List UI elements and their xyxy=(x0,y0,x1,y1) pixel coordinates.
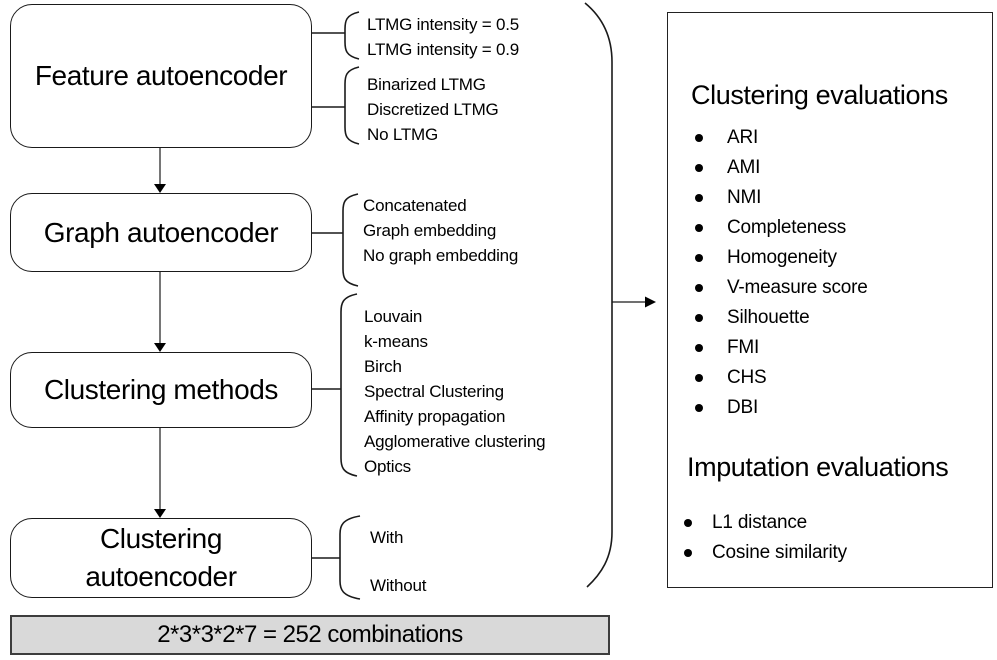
option-item: No graph embedding xyxy=(363,246,519,265)
bullet-item: CHS xyxy=(695,363,868,393)
arrow-graph-to-clustering-head xyxy=(154,343,166,352)
bullet-item: V-measure score xyxy=(695,273,868,303)
brace-ltmg-intensity xyxy=(344,11,360,60)
bullet-icon xyxy=(695,284,703,292)
bullet-icon xyxy=(695,314,703,322)
arrow-feature-to-graph-head xyxy=(154,184,166,193)
clustering-methods-box: Clustering methods xyxy=(10,352,312,428)
combinations-bar: 2*3*3*2*7 = 252 combinations xyxy=(10,615,610,655)
clustering-methods-label: Clustering methods xyxy=(43,374,279,405)
brace-graph-embedding xyxy=(342,193,359,287)
bullet-item: Homogeneity xyxy=(695,243,868,273)
option-item: Birch xyxy=(364,357,402,376)
metric-label: V-measure score xyxy=(727,277,868,298)
option-item: k-means xyxy=(364,332,428,351)
clustering-autoencoder-label: Clustering autoencoder xyxy=(85,523,237,592)
option-item: Without xyxy=(370,576,427,595)
clustering-evaluations-title: Clustering evaluations xyxy=(691,80,948,110)
ltmg-mode-options: Binarized LTMG Discretized LTMG No LTMG xyxy=(367,72,499,147)
metric-label: Homogeneity xyxy=(727,247,837,268)
option-item: With xyxy=(370,528,404,547)
clustering-autoencoder-box: Clustering autoencoder xyxy=(10,518,312,598)
option-item: Discretized LTMG xyxy=(367,100,499,119)
option-item: Affinity propagation xyxy=(364,407,506,426)
brace-ltmg-mode xyxy=(344,66,360,145)
metric-label: ARI xyxy=(727,127,759,148)
metric-label: Cosine similarity xyxy=(712,542,847,563)
option-item: Graph embedding xyxy=(363,221,497,240)
metric-label: CHS xyxy=(727,367,767,388)
bullet-icon xyxy=(695,404,703,412)
metric-label: Completeness xyxy=(727,217,847,238)
bullet-icon xyxy=(684,519,692,527)
bullet-icon xyxy=(695,164,703,172)
imputation-metrics-list: L1 distance Cosine similarity xyxy=(684,508,847,568)
option-item: Spectral Clustering xyxy=(364,382,504,401)
bullet-icon xyxy=(695,374,703,382)
metric-label: AMI xyxy=(727,157,761,178)
option-item: Louvain xyxy=(364,307,423,326)
bullet-icon xyxy=(684,549,692,557)
arrow-to-evaluations-head xyxy=(645,296,656,308)
metric-label: L1 distance xyxy=(712,512,807,533)
bullet-icon xyxy=(695,254,703,262)
bullet-item: NMI xyxy=(695,183,868,213)
bullet-item: DBI xyxy=(695,393,868,423)
option-item: Optics xyxy=(364,457,411,476)
graph-autoencoder-label: Graph autoencoder xyxy=(43,216,279,248)
brace-cluster-ae xyxy=(339,515,361,600)
bullet-item: Cosine similarity xyxy=(684,538,847,568)
bullet-icon xyxy=(695,344,703,352)
option-item: No LTMG xyxy=(367,125,439,144)
bullet-item: Silhouette xyxy=(695,303,868,333)
metric-label: FMI xyxy=(727,337,760,358)
arrow-clustering-to-ae-head xyxy=(154,509,166,518)
metric-label: NMI xyxy=(727,187,762,208)
bullet-icon xyxy=(695,134,703,142)
option-item: Agglomerative clustering xyxy=(364,432,546,451)
feature-autoencoder-label: Feature autoencoder xyxy=(34,60,288,91)
clustering-metrics-list: ARI AMI NMI Completeness Homogeneity V-m… xyxy=(695,123,868,423)
option-item: Concatenated xyxy=(363,196,467,215)
bullet-icon xyxy=(695,224,703,232)
bullet-item: ARI xyxy=(695,123,868,153)
metric-label: Silhouette xyxy=(727,307,810,328)
brace-clustering-methods xyxy=(340,293,358,477)
imputation-evaluations-title: Imputation evaluations xyxy=(687,452,949,482)
feature-autoencoder-box: Feature autoencoder xyxy=(10,4,312,148)
bullet-item: Completeness xyxy=(695,213,868,243)
metric-label: DBI xyxy=(727,397,759,418)
option-item: LTMG intensity = 0.5 xyxy=(367,15,520,34)
bullet-item: L1 distance xyxy=(684,508,847,538)
pipeline-bracket xyxy=(584,2,613,588)
bullet-item: FMI xyxy=(695,333,868,363)
graph-autoencoder-box: Graph autoencoder xyxy=(10,193,312,272)
option-item: LTMG intensity = 0.9 xyxy=(367,40,520,59)
bullet-icon xyxy=(695,194,703,202)
evaluations-panel xyxy=(667,12,993,588)
combinations-text: 2*3*3*2*7 = 252 combinations xyxy=(157,621,463,648)
option-item: Binarized LTMG xyxy=(367,75,486,94)
bullet-item: AMI xyxy=(695,153,868,183)
